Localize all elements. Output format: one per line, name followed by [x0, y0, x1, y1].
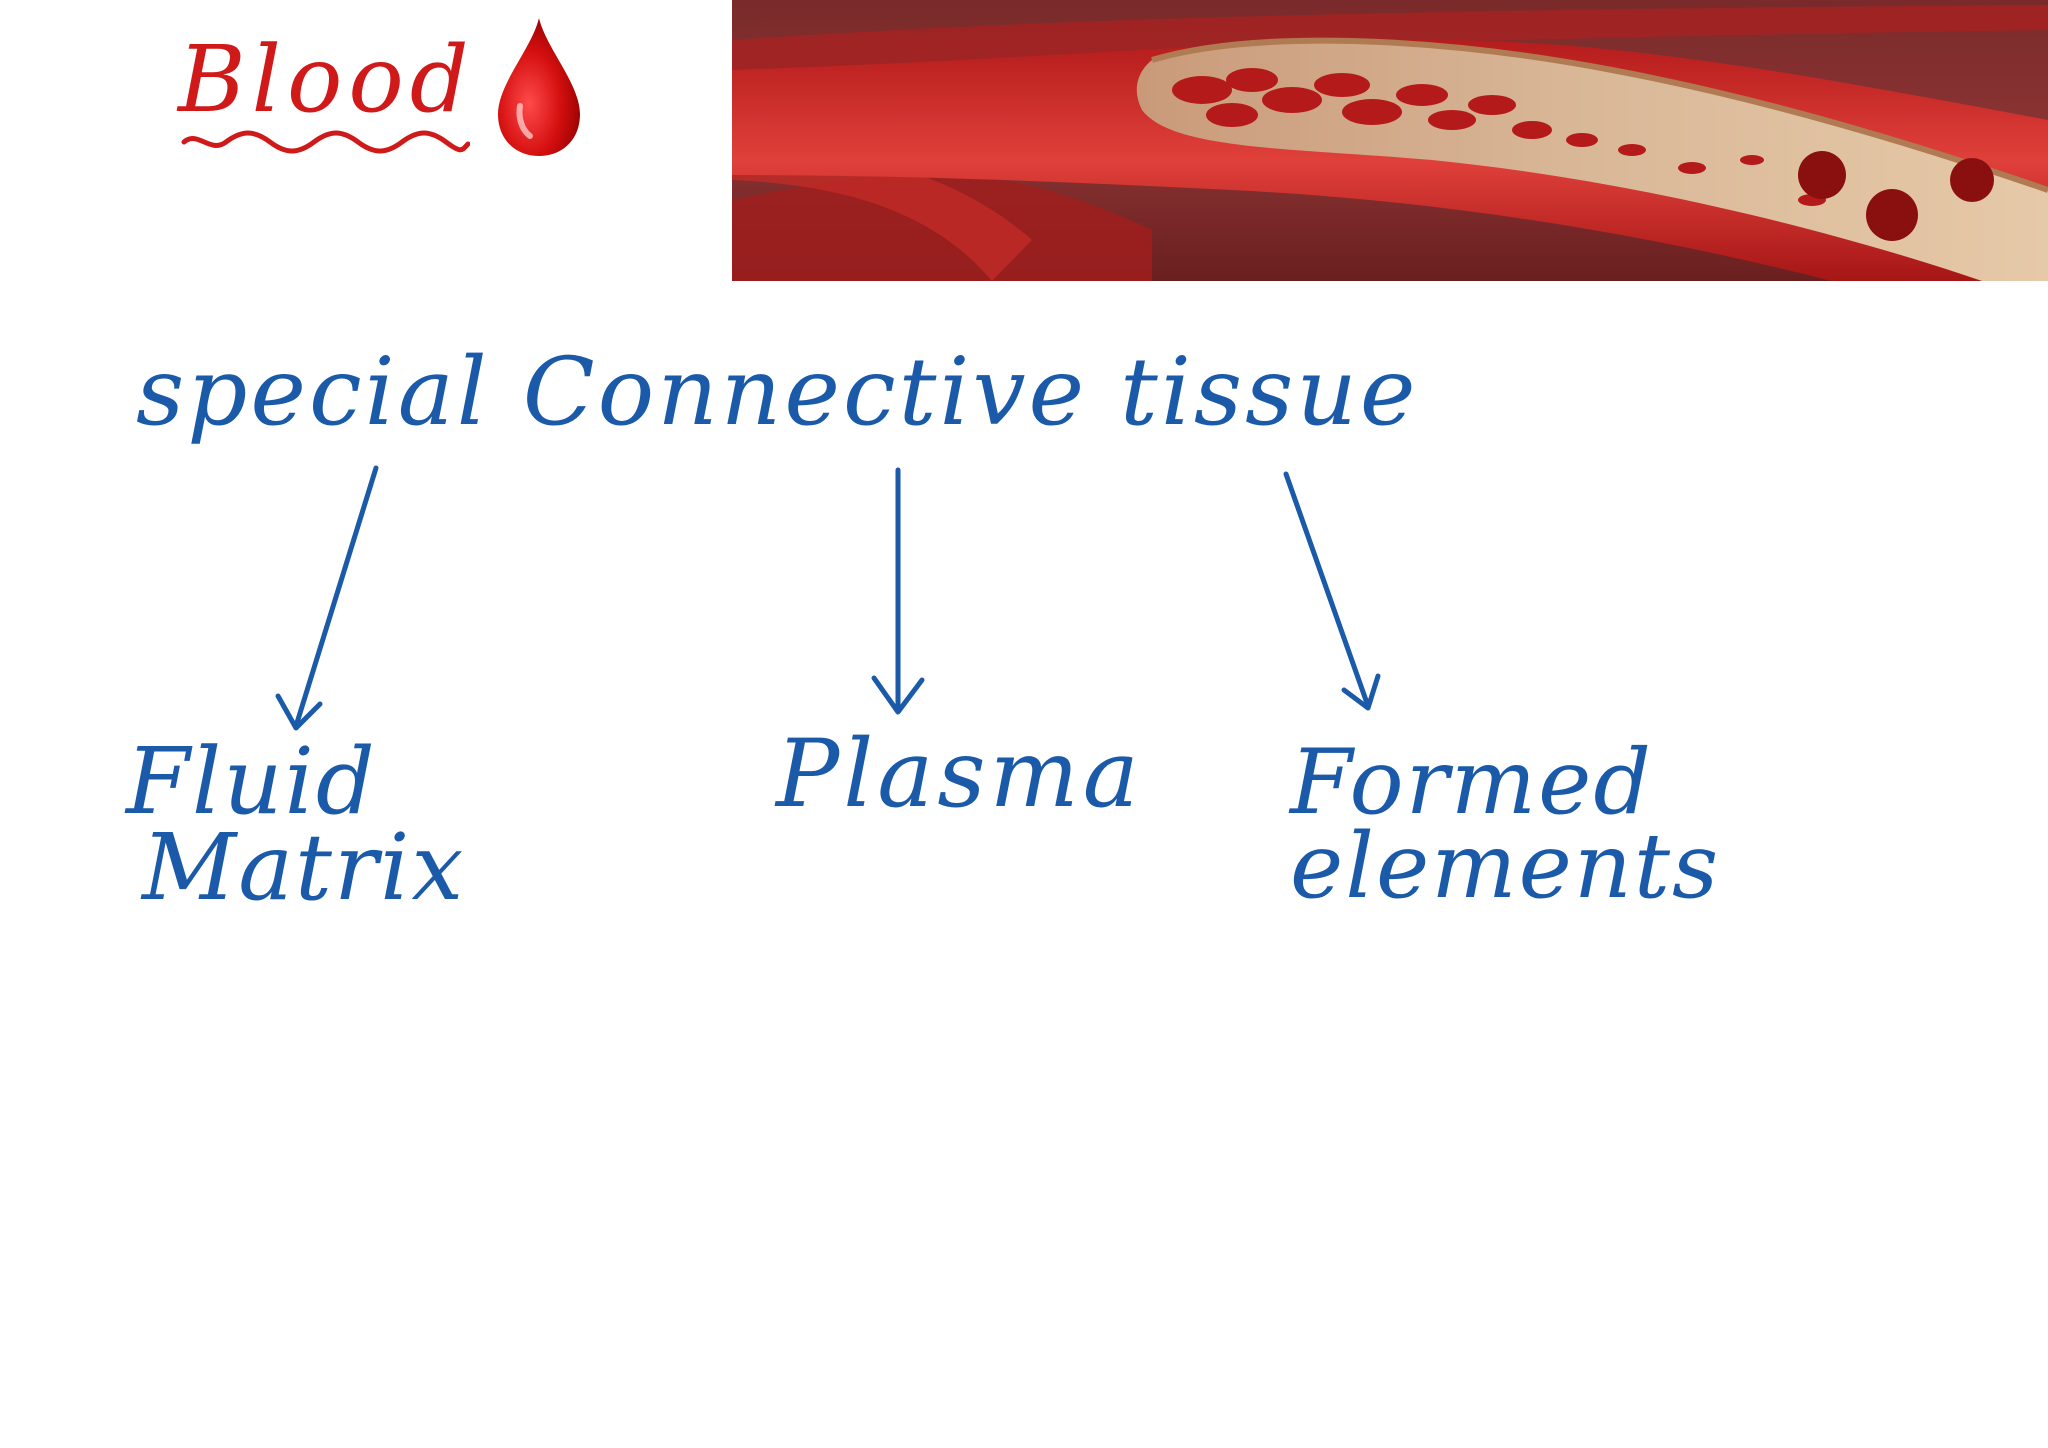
- arrow-to-formed-elements: [1283, 471, 1381, 711]
- arrow-to-plasma: [871, 467, 925, 715]
- note-title: Blood: [178, 26, 475, 133]
- branch-label-line2: Matrix: [142, 814, 466, 921]
- branch-label-line2: elements: [1290, 814, 1721, 919]
- branch-label-line1: Plasma: [776, 720, 1143, 829]
- arrow-to-fluid-matrix: [275, 465, 379, 731]
- branch-label-line1: Fluid: [126, 728, 377, 835]
- blood-drop-icon: [498, 18, 580, 156]
- branch-fluid-matrix: Fluid Matrix: [126, 736, 465, 914]
- vessel-drawing: [732, 0, 2048, 281]
- diagram-root-label: special Connective tissue: [136, 338, 1419, 447]
- branch-formed-elements: Formed elements: [1290, 738, 1720, 912]
- blood-vessel-illustration: [732, 0, 2048, 281]
- branch-label-line1: Formed: [1290, 730, 1653, 835]
- branch-plasma: Plasma: [776, 728, 1143, 822]
- title-wavy-underline: [181, 130, 470, 154]
